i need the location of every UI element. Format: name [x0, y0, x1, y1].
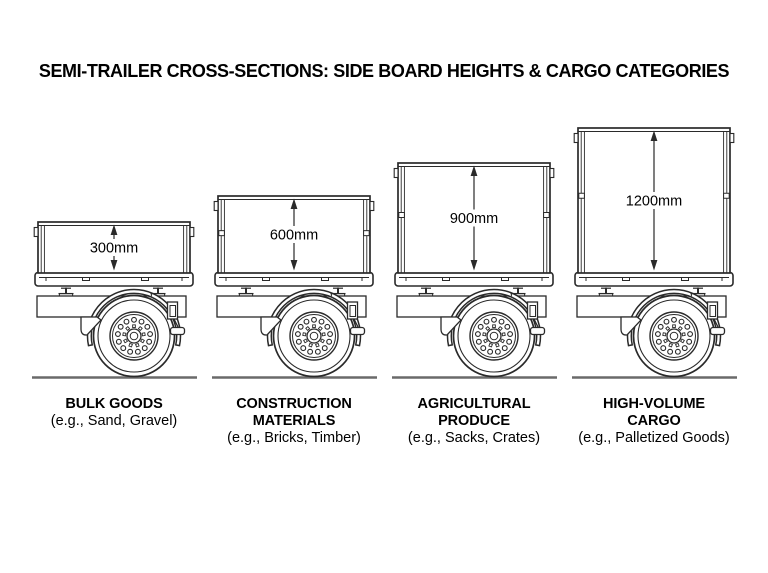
trailer-drawing-1: 600mm	[212, 195, 377, 379]
dimension-label: 1200mm	[626, 194, 682, 210]
category-examples: (e.g., Bricks, Timber)	[227, 430, 361, 446]
dimension-label: 600mm	[270, 228, 318, 244]
category-examples: (e.g., Palletized Goods)	[578, 430, 730, 446]
category-name: HIGH-VOLUME CARGO	[602, 396, 705, 429]
trailer-drawing-2: 900mm	[392, 162, 557, 379]
category-examples: (e.g., Sacks, Crates)	[407, 430, 541, 446]
category-name: BULK GOODS	[65, 396, 163, 412]
category-label-construction-materials: CONSTRUCTION MATERIALS (e.g., Bricks, Ti…	[179, 396, 409, 447]
trailer-drawing-0: 300mm	[32, 221, 197, 379]
category-name: CONSTRUCTION MATERIALS	[236, 396, 352, 429]
category-name: AGRICULTURAL PRODUCE	[417, 396, 531, 429]
dimension-label: 900mm	[450, 211, 498, 227]
category-label-agricultural-produce: AGRICULTURAL PRODUCE (e.g., Sacks, Crate…	[359, 396, 589, 447]
category-label-bulk-goods: BULK GOODS (e.g., Sand, Gravel)	[0, 396, 229, 430]
diagram-title: SEMI-TRAILER CROSS-SECTIONS: SIDE BOARD …	[38, 61, 730, 81]
trailer-drawing-3: 1200mm	[572, 127, 737, 379]
dimension-label: 300mm	[90, 241, 138, 257]
category-examples: (e.g., Sand, Gravel)	[50, 413, 178, 429]
category-label-high-volume-cargo: HIGH-VOLUME CARGO (e.g., Palletized Good…	[539, 396, 768, 447]
